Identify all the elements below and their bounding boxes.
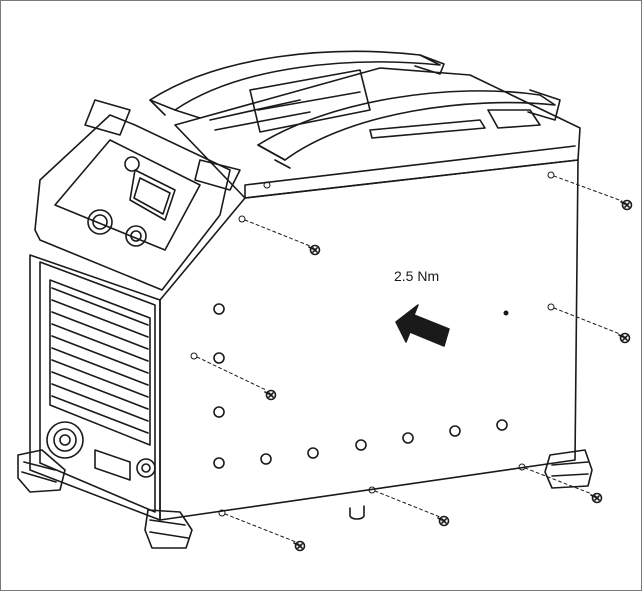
rear-foot xyxy=(544,449,593,489)
control-panel xyxy=(34,99,241,291)
screw-icon xyxy=(264,199,633,552)
indicator-dot xyxy=(503,310,509,316)
front-face xyxy=(29,254,161,521)
front-feet xyxy=(17,449,193,549)
vent-grille xyxy=(49,279,151,446)
screw-positions xyxy=(190,171,555,517)
torque-label: 2.5 Nm xyxy=(394,268,440,284)
output-socket xyxy=(46,421,84,459)
control-knobs xyxy=(87,156,147,247)
output-socket-2 xyxy=(136,458,156,478)
direction-arrow-icon xyxy=(395,304,450,347)
side-panel xyxy=(159,159,579,521)
rear-handle xyxy=(149,50,445,119)
leader-lines xyxy=(196,175,623,543)
panel-holes xyxy=(213,303,508,469)
front-handle xyxy=(257,89,561,169)
